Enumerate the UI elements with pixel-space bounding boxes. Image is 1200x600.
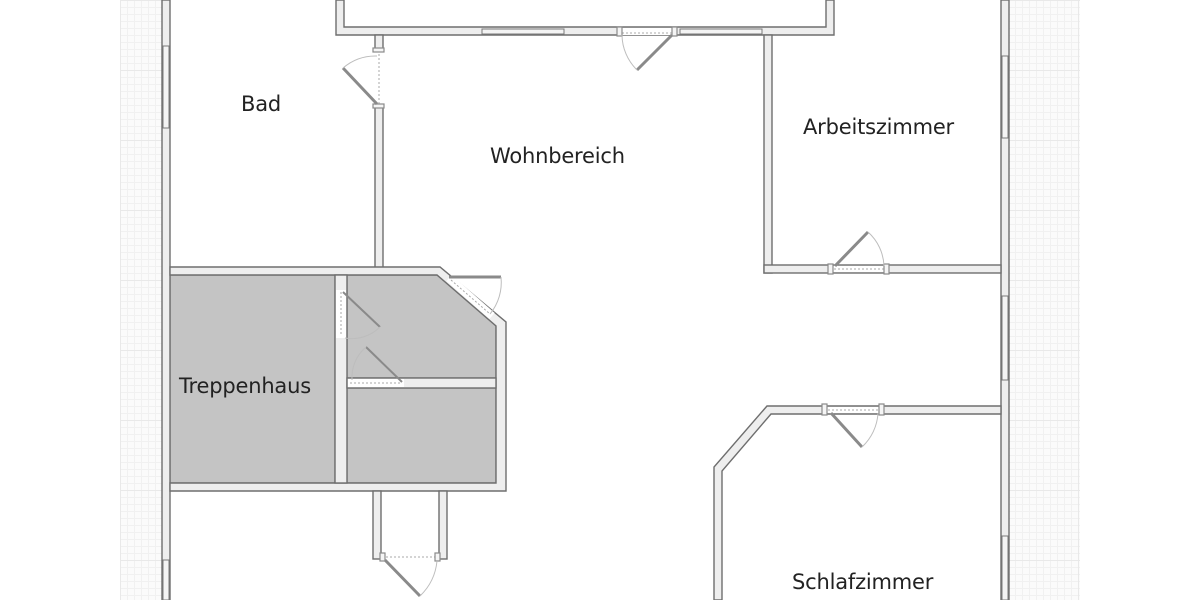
- exterior-wall-left: [161, 0, 171, 600]
- window-icon: [679, 28, 763, 35]
- door-swing-icon: [616, 26, 678, 72]
- window-icon: [1001, 55, 1009, 139]
- window-icon: [162, 45, 170, 129]
- wall-schlafzimmer: [713, 403, 1002, 600]
- wall-lower-closet: [372, 490, 448, 598]
- door-swing-icon: [446, 275, 502, 319]
- door-swing-icon: [829, 411, 879, 449]
- window-icon: [162, 559, 170, 600]
- room-label-treppenhaus: Treppenhaus: [179, 374, 311, 398]
- room-label-wohnbereich: Wohnbereich: [490, 144, 625, 168]
- door-swing-icon: [341, 47, 385, 109]
- wall-arbeitszimmer: [763, 34, 1002, 275]
- window-icon: [1001, 535, 1009, 600]
- window-icon: [1001, 295, 1009, 381]
- stairwell-upper-right: [346, 274, 497, 379]
- room-label-arbeitszimmer: Arbeitszimmer: [803, 115, 954, 139]
- window-icon: [481, 28, 565, 35]
- room-label-schlafzimmer: Schlafzimmer: [792, 570, 934, 594]
- wall-bad-stairwell: [169, 266, 507, 492]
- room-label-bad: Bad: [241, 92, 282, 116]
- stairwell-lower-right: [346, 387, 497, 484]
- grid-margin-right: [1008, 0, 1080, 600]
- stairwell-internal-walls: [334, 274, 497, 484]
- stairwell-main: [169, 274, 336, 484]
- exterior-wall-right: [1000, 0, 1010, 600]
- top-alcove-wall: [335, 0, 835, 36]
- wall-bad-wohnbereich: [341, 34, 385, 269]
- door-swing-icon: [833, 230, 885, 268]
- grid-margin-left: [120, 0, 162, 600]
